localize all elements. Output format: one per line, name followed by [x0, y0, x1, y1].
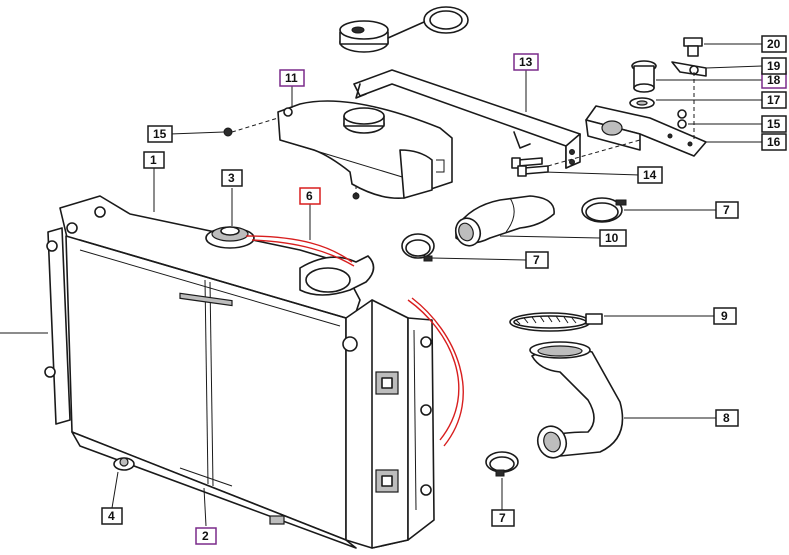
callout-15-right[interactable]: 15: [761, 115, 787, 133]
overflow-hose[interactable]: [245, 235, 464, 447]
svg-text:1: 1: [150, 153, 157, 167]
svg-text:20: 20: [767, 37, 781, 51]
lower-hose-8[interactable]: [529, 341, 624, 462]
callout-16[interactable]: 16: [761, 133, 787, 151]
callout-18[interactable]: 18: [761, 71, 787, 89]
callout-6[interactable]: 6: [299, 187, 321, 205]
svg-text:11: 11: [285, 71, 298, 85]
callout-19[interactable]: 19: [761, 57, 787, 75]
svg-text:3: 3: [228, 171, 235, 185]
callout-14[interactable]: 14: [637, 166, 663, 184]
svg-text:8: 8: [723, 411, 730, 425]
callout-13[interactable]: 13: [513, 53, 539, 71]
svg-text:7: 7: [723, 203, 730, 217]
callout-7-bottom[interactable]: 7: [491, 509, 515, 527]
expansion-tank-cap[interactable]: [339, 6, 469, 53]
bolt-20[interactable]: [683, 37, 703, 57]
svg-text:16: 16: [767, 135, 781, 149]
clamp-7-bottom[interactable]: [485, 451, 519, 477]
svg-text:7: 7: [533, 253, 540, 267]
callout-7-middle[interactable]: 7: [525, 251, 549, 269]
bolts-14[interactable]: [511, 157, 549, 177]
worm-clamp-9[interactable]: [509, 312, 603, 332]
callout-1[interactable]: 1: [143, 151, 165, 169]
clip-19[interactable]: [671, 61, 707, 77]
callout-3[interactable]: 3: [221, 169, 243, 187]
clamp-7-left[interactable]: [401, 233, 435, 262]
callout-8[interactable]: 8: [715, 409, 739, 427]
svg-text:19: 19: [767, 59, 781, 73]
expansion-tank[interactable]: [277, 100, 453, 200]
radiator-assembly[interactable]: [44, 195, 435, 549]
nut-15-left[interactable]: [223, 127, 233, 137]
svg-text:10: 10: [605, 231, 619, 245]
leader-lines: [111, 43, 763, 527]
callout-15-left[interactable]: 15: [147, 125, 173, 143]
bolt-18[interactable]: [631, 60, 657, 93]
svg-text:15: 15: [767, 117, 781, 131]
svg-text:2: 2: [202, 529, 209, 543]
svg-text:9: 9: [721, 309, 728, 323]
callout-10[interactable]: 10: [599, 229, 627, 247]
svg-text:4: 4: [108, 509, 115, 523]
callout-11[interactable]: 11: [279, 69, 305, 87]
washer-17[interactable]: [629, 97, 655, 109]
nuts-15[interactable]: [677, 109, 687, 129]
svg-text:15: 15: [153, 127, 167, 141]
svg-text:13: 13: [519, 55, 533, 69]
callout-4[interactable]: 4: [101, 507, 123, 525]
callout-9[interactable]: 9: [713, 307, 737, 325]
svg-text:6: 6: [306, 189, 313, 203]
mount-plate[interactable]: [585, 105, 707, 157]
svg-text:18: 18: [767, 73, 781, 87]
callout-17[interactable]: 17: [761, 91, 787, 109]
callout-2[interactable]: 2: [195, 527, 217, 545]
upper-hose-10[interactable]: [452, 195, 555, 249]
callout-20[interactable]: 20: [761, 35, 787, 53]
clamp-7-upper-right[interactable]: [581, 197, 627, 223]
callout-7-upper[interactable]: 7: [715, 201, 739, 219]
svg-text:7: 7: [499, 511, 506, 525]
svg-text:17: 17: [767, 93, 781, 107]
svg-text:14: 14: [643, 168, 657, 182]
